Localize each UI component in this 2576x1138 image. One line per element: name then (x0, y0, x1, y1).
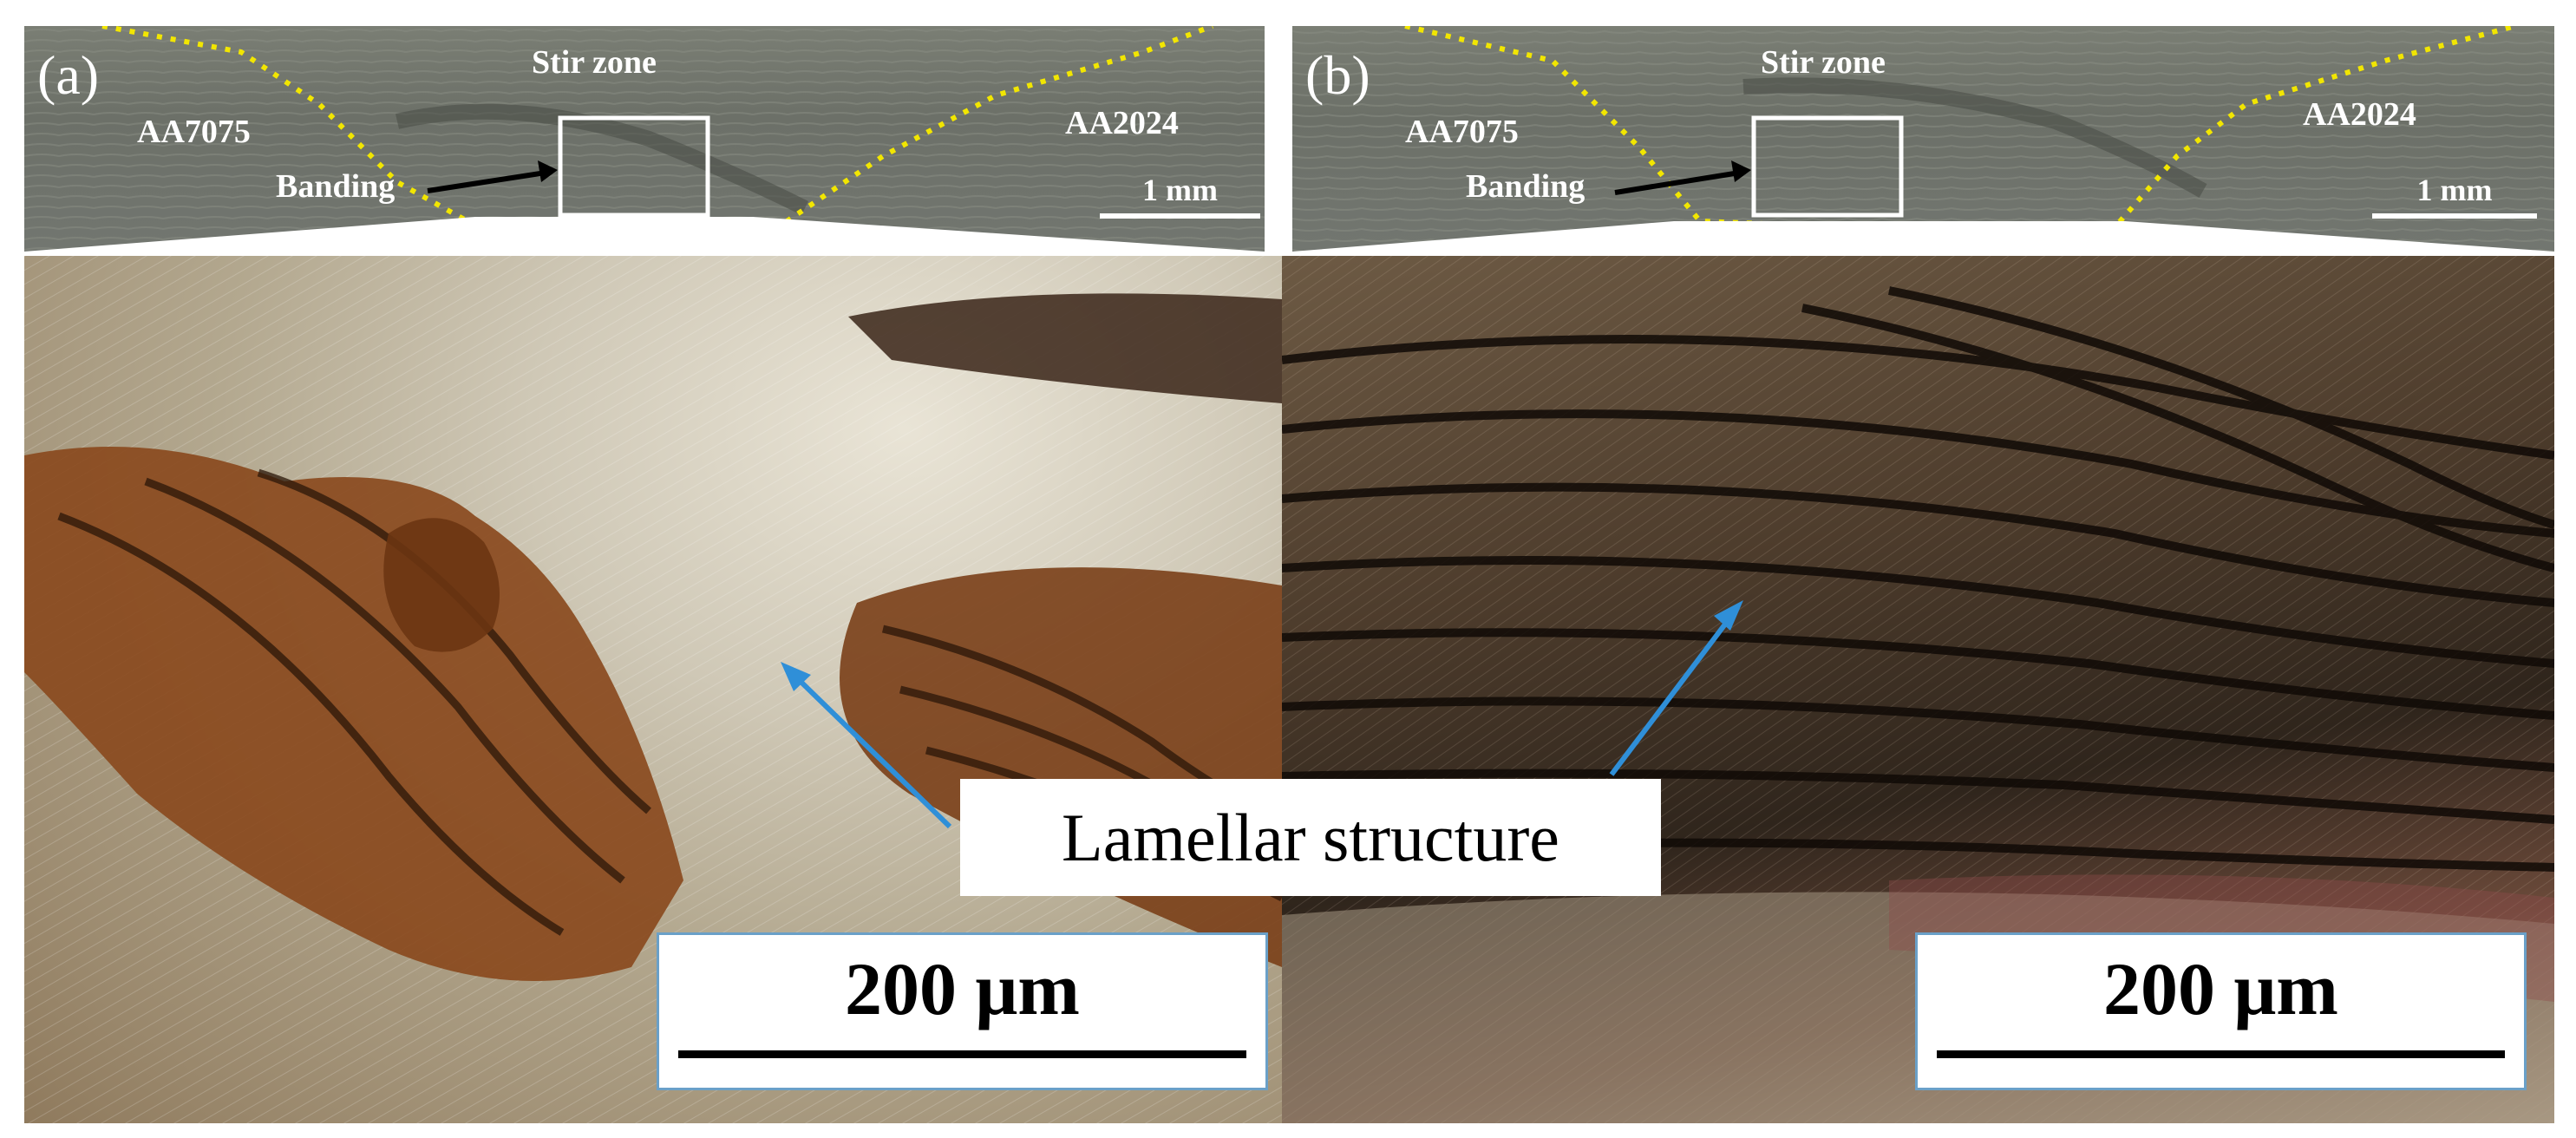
overview-b-selection-box (1751, 115, 1904, 218)
micro-scalebar-a: 200 μm (657, 932, 1268, 1090)
label-aa2024-a: AA2024 (1065, 105, 1179, 141)
micro-scale-text-a: 200 μm (845, 947, 1080, 1030)
overview-image-a: (a) AA7075 Stir zone AA2024 Banding 1 mm (24, 26, 1265, 252)
micrograph-b-lamella-lines (1282, 286, 2554, 872)
overview-a-banding-arrowhead (538, 160, 558, 182)
overview-image-b: (b) AA7075 Stir zone AA2024 Banding 1 mm (1292, 26, 2554, 252)
overview-scalebar-b: 1 mm (2372, 172, 2537, 219)
label-banding-b: Banding (1466, 168, 1585, 205)
label-aa7075-b: AA7075 (1405, 114, 1519, 150)
overview-b-banding-arrow (1614, 169, 1746, 195)
overview-a-flow-band (395, 103, 809, 216)
overview-b-zoom-wedge (1292, 221, 2554, 252)
label-stir-zone-b: Stir zone (1761, 44, 1886, 81)
panel-letter-a: (a) (37, 44, 100, 106)
overview-scale-text-b: 1 mm (2416, 173, 2493, 207)
micro-scalebar-b: 200 μm (1915, 932, 2527, 1090)
overview-a-boundary (101, 26, 1214, 235)
overview-scale-text-a: 1 mm (1142, 173, 1218, 207)
overview-b-boundary (1404, 26, 2516, 230)
overview-b-banding-arrowhead (1731, 160, 1751, 182)
label-aa2024-b: AA2024 (2303, 96, 2416, 133)
label-aa7075-a: AA7075 (137, 114, 251, 150)
panel-letter-b: (b) (1305, 44, 1370, 106)
overview-a-banding-arrow (427, 169, 552, 193)
micrograph-a-top-band (848, 293, 1282, 403)
overview-scalebar-a: 1 mm (1100, 172, 1260, 219)
micrograph-a (24, 256, 1282, 1123)
overview-b-texture (1292, 26, 2554, 252)
label-stir-zone-a: Stir zone (532, 44, 657, 81)
overview-a-zoom-wedge (24, 217, 1265, 252)
micro-scale-text-b: 200 μm (2103, 947, 2338, 1030)
callout-label: Lamellar structure (1062, 800, 1559, 875)
overview-scale-line-b (2372, 213, 2537, 219)
overview-b-flow-band (1742, 77, 2207, 198)
overview-a-selection-box (558, 115, 710, 218)
overview-a-drawing (24, 26, 1265, 252)
micro-scale-line-a (678, 1050, 1246, 1058)
label-banding-a: Banding (276, 168, 396, 205)
overview-scale-line-a (1100, 213, 1260, 219)
overview-b-drawing (1292, 26, 2554, 252)
micro-scale-line-b (1937, 1050, 2505, 1058)
callout-label-box: Lamellar structure (960, 779, 1661, 896)
micrograph-a-swirl (383, 518, 500, 652)
